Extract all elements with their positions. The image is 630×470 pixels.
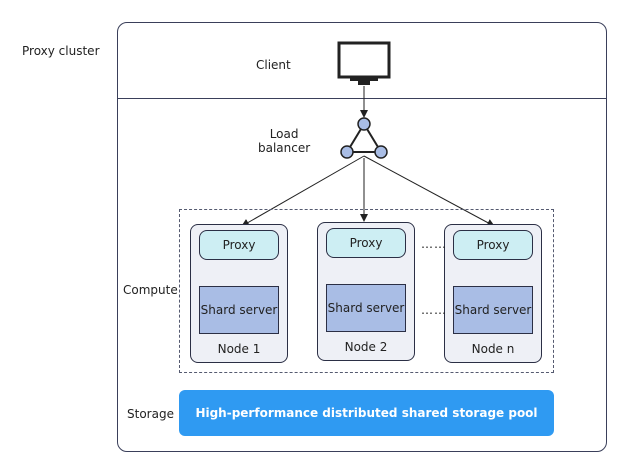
load-balancer-label: Load balancer	[258, 127, 310, 155]
storage-pool-bar: High-performance distributed shared stor…	[179, 390, 554, 436]
ellipsis-shard-row: ……	[421, 303, 447, 317]
lb-to-node1-arrow	[241, 155, 365, 227]
shard-server-box: Shard server	[453, 286, 533, 334]
storage-label: Storage	[127, 407, 174, 421]
proxy-box: Proxy	[199, 230, 279, 260]
client-section-divider	[117, 98, 607, 99]
node-label: Node 1	[217, 342, 261, 356]
node-label: Node 2	[344, 340, 388, 354]
proxy-box: Proxy	[453, 230, 533, 260]
client-label: Client	[256, 58, 291, 72]
lb-to-noden-arrow	[363, 155, 495, 227]
shard-server-box: Shard server	[199, 286, 279, 334]
load-balancer-label-line2: balancer	[258, 141, 311, 155]
proxy-cluster-frame	[117, 22, 607, 452]
proxy-cluster-label: Proxy cluster	[22, 44, 100, 58]
compute-label: Compute	[123, 283, 178, 297]
load-balancer-label-line1: Load	[269, 127, 299, 141]
ellipsis-proxy-row: ……	[421, 237, 447, 251]
shard-server-box: Shard server	[326, 284, 406, 332]
node-label: Node n	[471, 342, 515, 356]
proxy-box: Proxy	[326, 228, 406, 258]
monitor-icon	[337, 41, 391, 85]
compute-frame	[179, 209, 554, 373]
load-balancer-icon	[340, 117, 388, 159]
